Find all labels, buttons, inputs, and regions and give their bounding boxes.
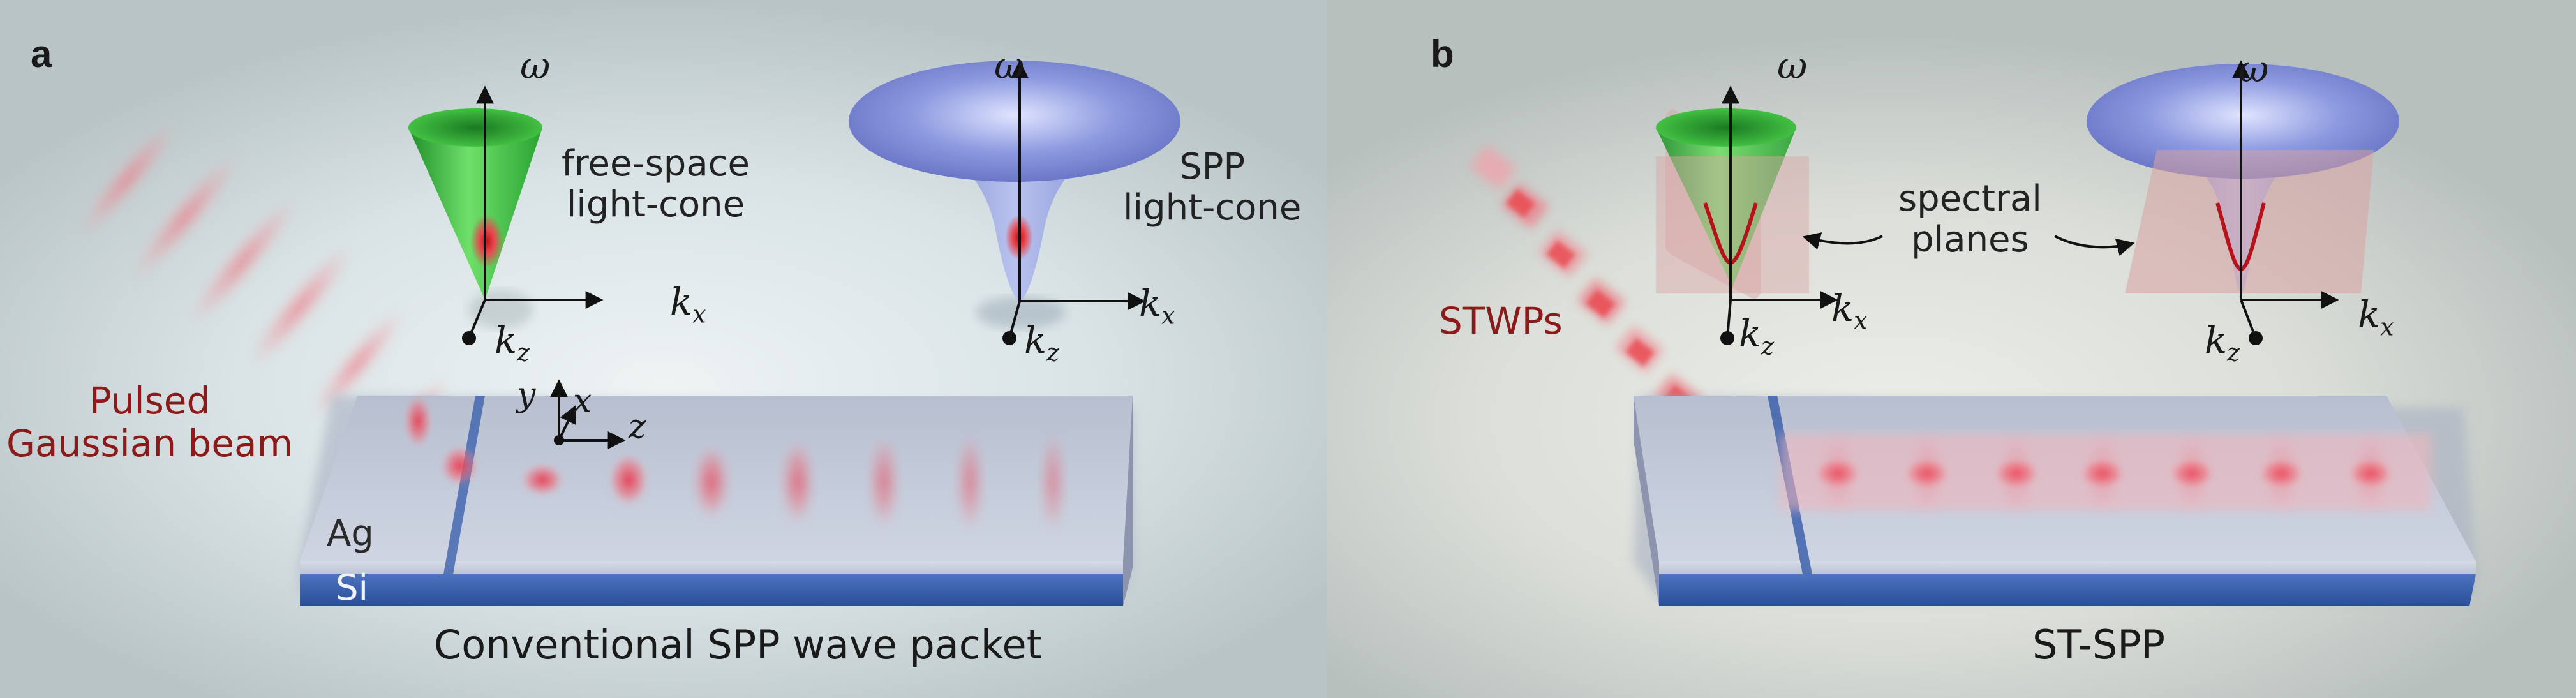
free-space-cone-axes-b [1720, 85, 1838, 345]
st-spp-pulses [1780, 429, 2431, 518]
free-space-light-cone [408, 108, 542, 329]
spp-cone-axes [1002, 60, 1146, 345]
free-space-light-cone-b [1656, 108, 1809, 300]
incident-stwp-beam [1469, 144, 1741, 468]
free-cone-b-omega-label: ω [1777, 44, 1808, 87]
coord-x-label: x [573, 382, 592, 420]
spp-cone-omega-label: ω [994, 44, 1025, 87]
spp-cone-b-kx-label: kx [2358, 293, 2394, 341]
panel-label-a: a [31, 33, 52, 75]
spp-cone-kz-label: kz [1024, 318, 1060, 367]
spp-cone-axes-b [2232, 60, 2339, 345]
free-cone-kx-label: kx [670, 280, 706, 329]
panel-label-b: b [1431, 33, 1454, 75]
free-cone-b-kx-label: kx [1831, 286, 1868, 335]
spp-cone-b-kz-label: kz [2205, 318, 2240, 367]
panel-a-caption: Conventional SPP wave packet [434, 621, 1043, 668]
free-cone-omega-label: ω [520, 44, 551, 87]
ag-layer-label: Ag [327, 513, 374, 554]
free-cone-b-kz-label: kz [1739, 312, 1775, 360]
spp-cone-b-omega-label: ω [2238, 47, 2269, 91]
si-layer-label: Si [336, 567, 369, 609]
coord-y-label: y [517, 376, 536, 414]
panel-b-caption: ST-SPP [2032, 621, 2166, 668]
spp-light-cone-b [2087, 64, 2399, 295]
slab-coordinate-axes [550, 379, 626, 449]
free-space-cone-axes [462, 85, 604, 345]
stwps-label: STWPs [1439, 299, 1563, 343]
spp-wave-packet-pulses [404, 394, 1066, 534]
spp-cone-kx-label: kx [1139, 281, 1175, 330]
coord-z-label: z [629, 408, 646, 446]
spectral-plane-pointer-arrows [1802, 232, 2135, 256]
free-cone-kz-label: kz [495, 318, 530, 367]
